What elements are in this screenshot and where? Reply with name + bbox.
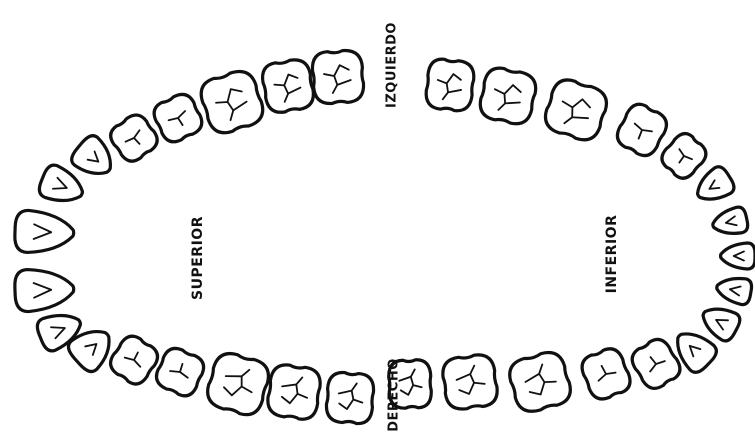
lower-tooth-3-outline <box>541 76 611 145</box>
upper-tooth-8 <box>14 210 74 254</box>
lower-tooth-13 <box>578 345 634 403</box>
upper-tooth-2 <box>260 57 316 115</box>
upper-tooth-2-outline <box>260 57 316 115</box>
lower-tooth-15 <box>441 353 500 412</box>
right-side-label: DERECHO <box>387 358 402 432</box>
upper-tooth-15 <box>266 363 323 421</box>
upper-tooth-14-outline <box>203 349 272 418</box>
upper-tooth-3-outline <box>197 67 268 138</box>
lower-tooth-1 <box>425 58 476 113</box>
upper-tooth-13 <box>152 344 207 399</box>
lower-tooth-2-outline <box>477 65 539 127</box>
lower-tooth-1-outline <box>425 58 476 113</box>
lower-tooth-8-outline <box>721 243 755 269</box>
left-side-label: IZQUIERDO <box>385 22 400 108</box>
lower-tooth-7 <box>710 206 749 239</box>
lower-tooth-9 <box>715 274 753 306</box>
lower-tooth-8 <box>721 243 755 269</box>
upper-tooth-1 <box>311 49 365 104</box>
lower-tooth-6 <box>690 164 737 209</box>
lower-tooth-4 <box>613 100 672 160</box>
upper-tooth-16-outline <box>325 371 374 424</box>
lower-tooth-12 <box>627 335 684 394</box>
lower-tooth-14 <box>506 348 575 415</box>
lower-arch-label: INFERIOR <box>604 215 620 294</box>
upper-tooth-12 <box>106 331 163 388</box>
lower-tooth-9-outline <box>715 274 753 306</box>
lower-tooth-3 <box>541 76 611 145</box>
lower-tooth-6-outline <box>690 164 737 209</box>
lower-tooth-14-outline <box>506 348 575 415</box>
upper-tooth-9-outline <box>14 268 74 312</box>
upper-tooth-1-outline <box>311 49 365 104</box>
lower-tooth-7-outline <box>710 206 749 239</box>
upper-tooth-14 <box>203 349 272 418</box>
upper-tooth-16 <box>325 371 374 424</box>
lower-tooth-2 <box>477 65 539 127</box>
lower-arch <box>388 58 755 416</box>
upper-tooth-3 <box>197 67 268 138</box>
upper-tooth-9 <box>14 268 74 312</box>
upper-tooth-15-outline <box>266 363 323 421</box>
lower-tooth-15-outline <box>441 353 500 412</box>
upper-arch-label: SUPERIOR <box>190 216 206 300</box>
lower-tooth-5 <box>657 129 711 183</box>
upper-tooth-8-outline <box>14 210 74 254</box>
